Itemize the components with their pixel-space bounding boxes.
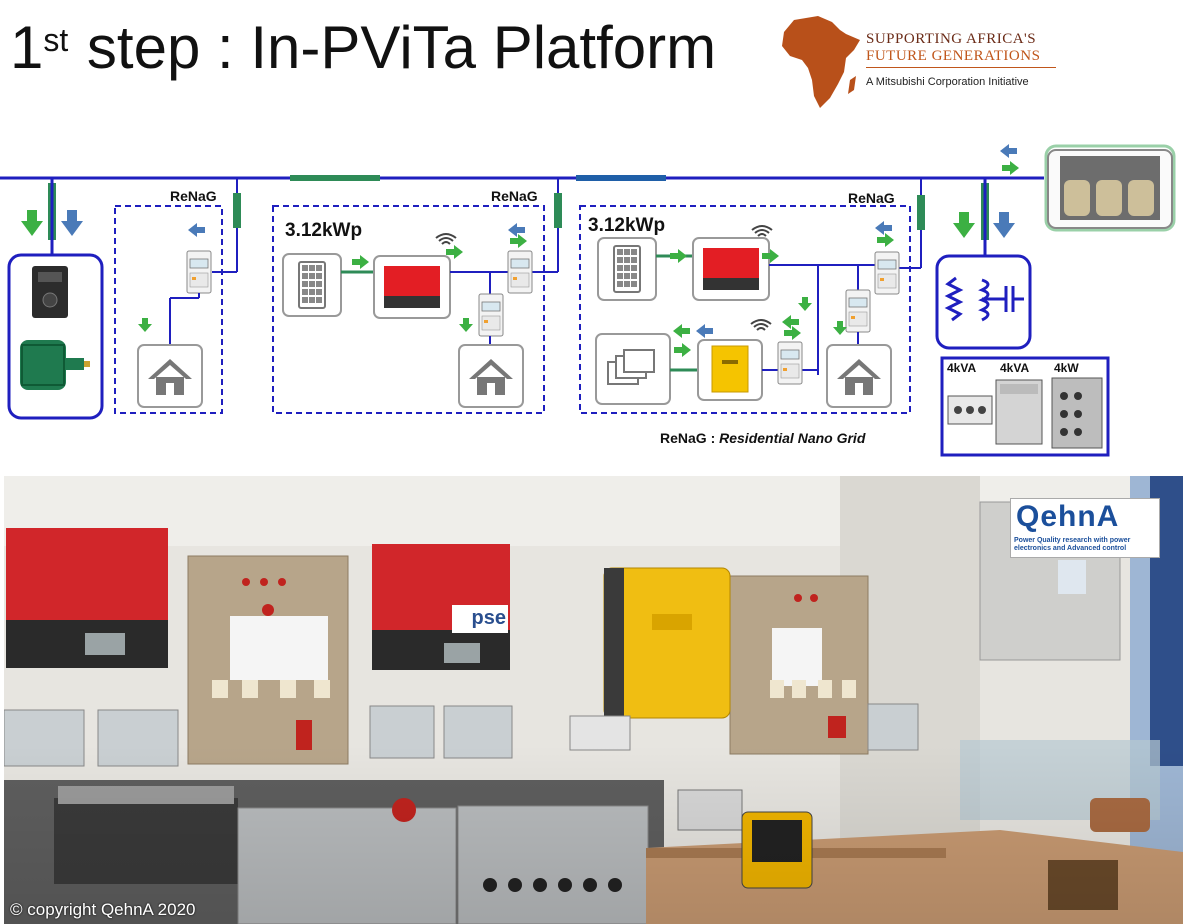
motor-icon bbox=[20, 340, 90, 390]
qehna-tagline: Power Quality research with power electr… bbox=[1014, 537, 1131, 552]
grid-schematic bbox=[0, 144, 1176, 457]
footnote-text: Residential Nano Grid bbox=[719, 430, 866, 446]
rlc-load-icon bbox=[944, 276, 1024, 322]
renag-footnote: ReNaG : Residential Nano Grid bbox=[660, 430, 865, 446]
copyright-text: © copyright QehnA 2020 bbox=[10, 900, 196, 919]
load-rating-2: 4kVA bbox=[1000, 361, 1030, 375]
logo-divider bbox=[866, 67, 1056, 68]
battery-inverter-icon bbox=[697, 339, 763, 401]
title-ordinal: 1 bbox=[10, 14, 44, 81]
load-bank-icon-2 bbox=[995, 379, 1043, 445]
renag-label-3: ReNaG bbox=[848, 190, 895, 206]
load-bank-icon-1 bbox=[947, 395, 993, 425]
title-text: step : In-PViTa Platform bbox=[70, 14, 717, 81]
load-rating-3: 4kW bbox=[1054, 361, 1079, 375]
qehna-logo-card bbox=[1010, 498, 1160, 558]
transformer-icon bbox=[1044, 144, 1176, 232]
lab-photo bbox=[4, 476, 1183, 924]
pv-power-label-2: 3.12kWp bbox=[588, 215, 666, 236]
footnote-abbrev: ReNaG : bbox=[660, 430, 720, 446]
vfd-drive-icon bbox=[32, 266, 68, 318]
logo-line-3: A Mitsubishi Corporation Initiative bbox=[866, 76, 1029, 88]
page-title: 1st step : In-PViTa Platform bbox=[10, 18, 716, 78]
battery-icon bbox=[595, 333, 671, 405]
renag-label-2: ReNaG bbox=[491, 188, 538, 204]
renag-label-1: ReNaG bbox=[170, 188, 217, 204]
africa-logo-icon bbox=[782, 16, 860, 108]
logo-line-2: FUTURE GENERATIONS bbox=[866, 48, 1041, 64]
load-rating-1: 4kVA bbox=[947, 361, 977, 375]
load-bank-icon-3 bbox=[1051, 377, 1103, 449]
pse-logo: pse bbox=[452, 605, 508, 633]
title-superscript: st bbox=[43, 22, 69, 58]
logo-line-1: SUPPORTING AFRICA'S bbox=[866, 31, 1037, 47]
pv-power-label-1: 3.12kWp bbox=[285, 220, 363, 241]
qehna-logo-text: QehnA bbox=[1016, 500, 1120, 533]
